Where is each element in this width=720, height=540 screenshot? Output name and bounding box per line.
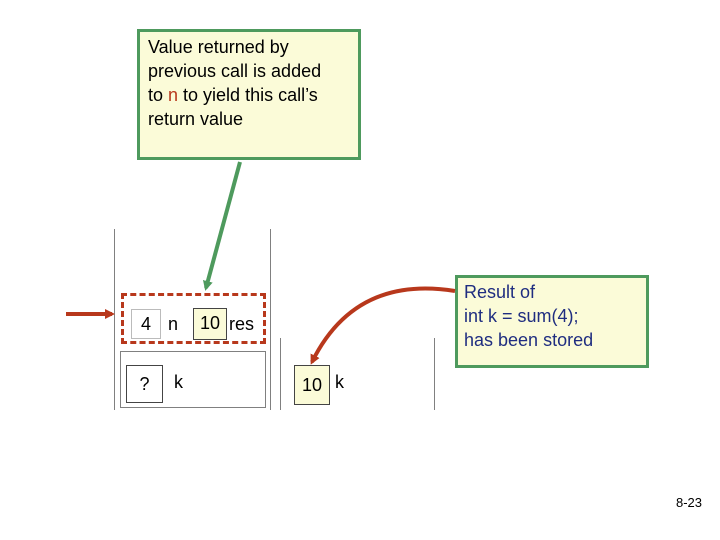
n-label: n (168, 314, 179, 334)
callout-return-value: Value returned by previous call is added… (137, 29, 361, 160)
callout-result-stored: Result of int k = sum(4); has been store… (455, 275, 649, 368)
stack-left-edge (114, 229, 115, 410)
n-value: 4 (140, 314, 151, 334)
red-arrow (310, 286, 456, 365)
callout-line: return value (148, 109, 244, 129)
result-stack-left-edge (280, 338, 281, 410)
page-number: 8-23 (675, 495, 702, 510)
n-value-box: 4 (131, 309, 161, 339)
stack-right-edge (270, 229, 271, 410)
result-k-value-box: 10 (294, 365, 330, 405)
k-value-box: ? (126, 365, 163, 403)
green-arrow (202, 161, 242, 291)
caller-frame (120, 351, 266, 408)
callout-text: to yield this call’s (178, 85, 318, 105)
current-frame (121, 293, 266, 344)
result-stack-right-edge (434, 338, 435, 410)
callout-line: int k = sum(4); (464, 306, 579, 326)
result-k-label: k (335, 372, 344, 392)
callout-text: to (148, 85, 169, 105)
k-label: k (174, 372, 183, 392)
callout-line: has been stored (464, 330, 594, 350)
callout-line: to n to yield this call’s (148, 83, 350, 107)
callout-line: Value returned by (148, 37, 289, 57)
res-value-box: 10 (193, 308, 227, 340)
k-value: ? (139, 374, 150, 394)
res-value: 10 (199, 313, 221, 333)
res-label: res (229, 314, 255, 334)
result-k-value: 10 (301, 375, 323, 395)
variable-n: n (168, 85, 179, 105)
callout-line: Result of (464, 282, 536, 302)
callout-line: previous call is added (148, 61, 322, 81)
